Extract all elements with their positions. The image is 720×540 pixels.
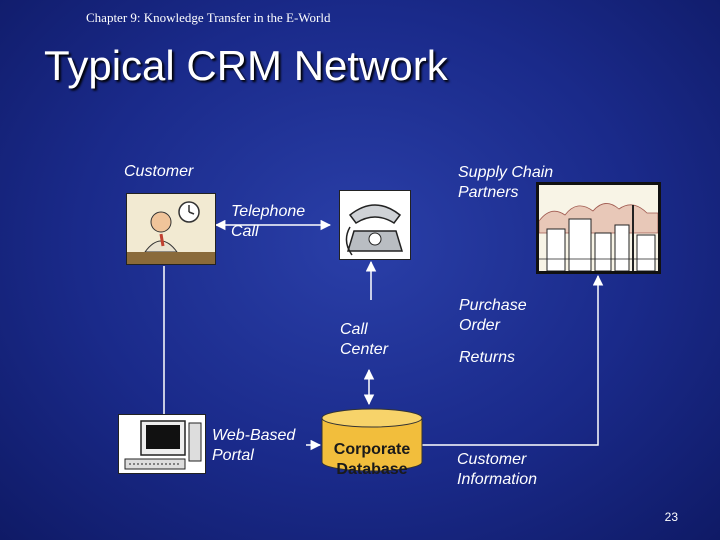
slide-title: Typical CRM Network [44, 42, 448, 89]
customer-clipart [126, 193, 216, 265]
telephone-call-label: Telephone Call [231, 202, 305, 242]
computer-clipart [118, 414, 206, 474]
web-portal-label-line1: Web-Based [212, 427, 296, 444]
telephone-label-line2: Call [231, 223, 259, 240]
city-skyline-icon [539, 185, 658, 271]
database-cylinder [321, 408, 423, 472]
computer-icon [124, 420, 202, 470]
database-label-line2: Database [336, 461, 408, 478]
customer-info-label-line2: Information [457, 471, 538, 488]
customer-label: Customer [124, 163, 194, 180]
web-portal-label-line2: Portal [212, 447, 254, 464]
call-center-label-line1: Call [340, 321, 368, 338]
purchase-order-label: Purchase Order [459, 296, 527, 336]
call-center-label-line2: Center [340, 341, 389, 358]
returns-label: Returns [459, 349, 516, 366]
supply-chain-label-line1: Supply Chain [458, 164, 554, 181]
database-label-line1: Corporate [333, 441, 411, 458]
telephone-clipart [339, 190, 411, 260]
supply-chain-label-line2: Partners [458, 184, 519, 201]
customer-information-label: Customer Information [457, 450, 537, 490]
supply-chain-clipart [536, 182, 661, 274]
person-icon [127, 194, 215, 264]
customer-info-label-line1: Customer [457, 451, 527, 468]
web-portal-label: Web-Based Portal [212, 426, 295, 466]
telephone-label-line1: Telephone [231, 203, 306, 220]
call-center-label: Call Center [340, 320, 388, 360]
purchase-label-line1: Purchase [459, 297, 527, 314]
database-partners-link [422, 274, 604, 446]
page-number: 23 [664, 510, 678, 524]
purchase-label-line2: Order [459, 317, 500, 334]
telephone-icon [345, 204, 404, 256]
chapter-header: Chapter 9: Knowledge Transfer in the E-W… [86, 10, 331, 25]
supply-chain-label: Supply Chain Partners [458, 163, 553, 203]
database-label: Corporate Database [320, 440, 424, 480]
